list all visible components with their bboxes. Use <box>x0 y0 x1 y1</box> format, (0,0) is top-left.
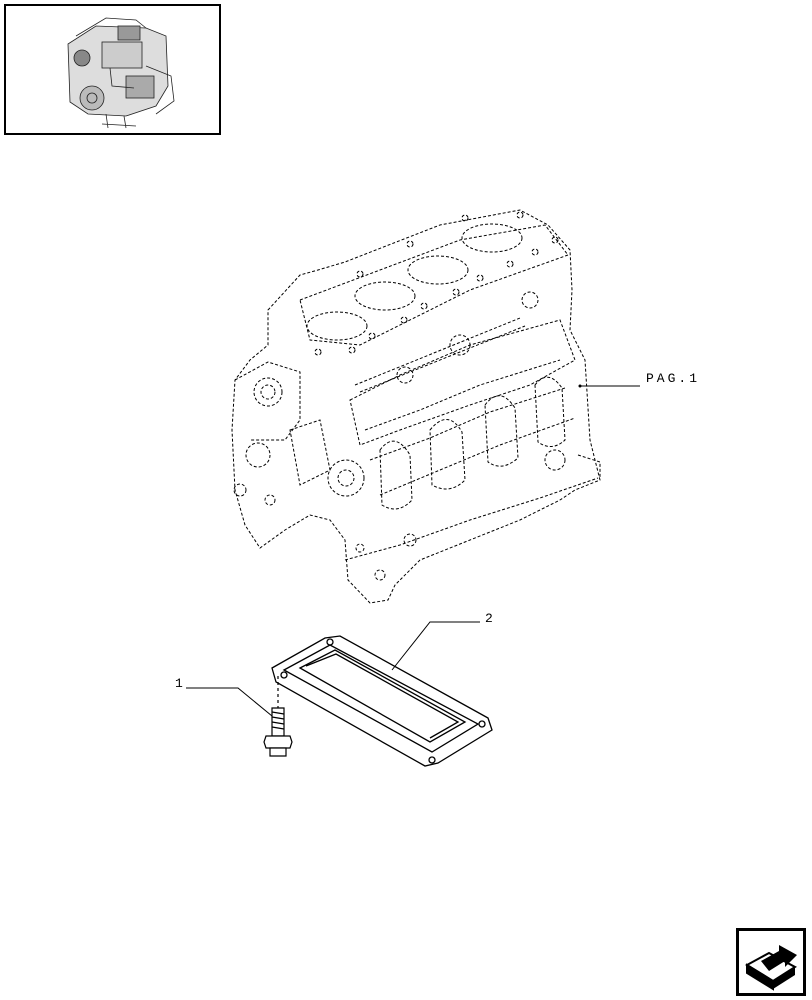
part-2-leader <box>391 621 480 671</box>
oil-pan-gasket <box>271 635 493 767</box>
bolt <box>263 676 293 757</box>
next-page-button[interactable] <box>736 928 806 996</box>
part-1-label: 1 <box>175 676 183 691</box>
engine-block <box>231 209 601 604</box>
part-2-label: 2 <box>485 611 493 626</box>
part-1-leader <box>186 687 273 717</box>
engine-thumbnail-icon <box>67 17 175 129</box>
next-page-arrow-icon <box>745 945 797 991</box>
page-reference-label: PAG.1 <box>646 371 701 386</box>
engine-thumbnail <box>4 4 221 135</box>
